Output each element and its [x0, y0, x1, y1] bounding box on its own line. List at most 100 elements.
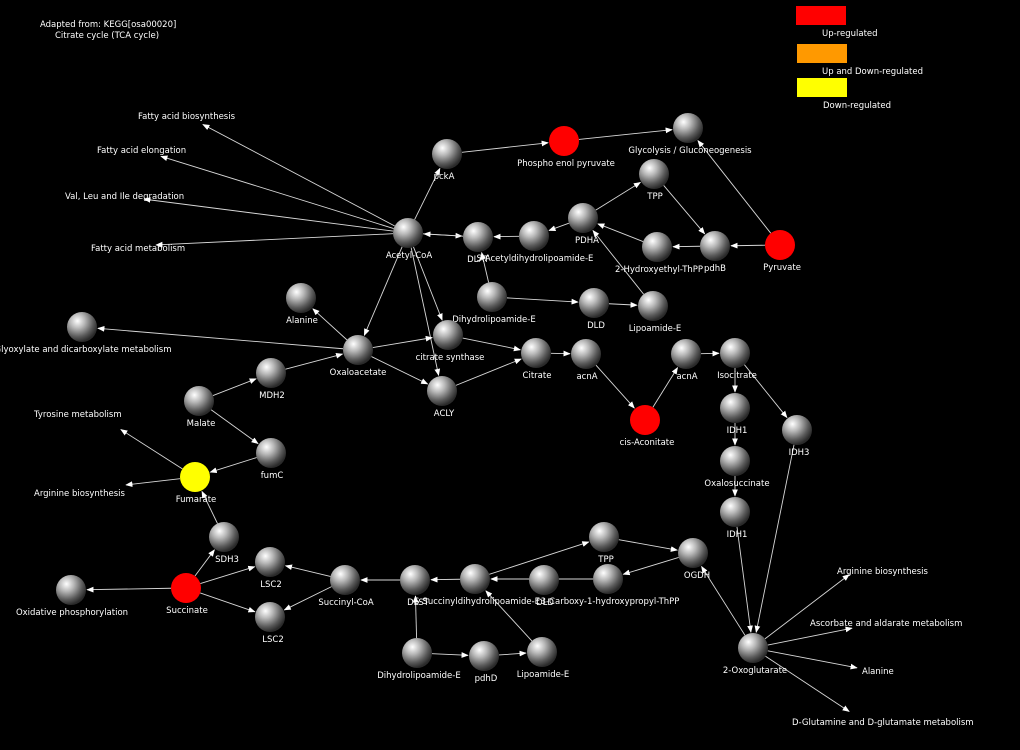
node-circle[interactable] [630, 405, 660, 435]
node-dld2[interactable]: DLD [529, 565, 559, 608]
pathway-label-asc[interactable]: Ascorbate and aldarate metabolism [810, 619, 962, 629]
node-circle[interactable] [579, 288, 609, 318]
node-circle[interactable] [180, 462, 210, 492]
node-circle[interactable] [67, 312, 97, 342]
node-ssucc[interactable]: S-Succinyldihydrolipoamide-E [414, 564, 540, 607]
node-circle[interactable] [700, 231, 730, 261]
node-lipoE1[interactable]: Lipoamide-E [629, 291, 682, 334]
node-circle[interactable] [720, 338, 750, 368]
node-glyco[interactable]: Glycolysis / Gluconeogenesis [628, 113, 752, 156]
node-pep[interactable]: Phospho enol pyruvate [517, 126, 615, 169]
node-circle[interactable] [571, 339, 601, 369]
node-circle[interactable] [469, 641, 499, 671]
node-circle[interactable] [56, 575, 86, 605]
node-dlst[interactable]: DLST [400, 565, 430, 608]
node-idh1a[interactable]: IDH1 [720, 393, 750, 436]
node-circle[interactable] [720, 446, 750, 476]
node-dlat[interactable]: DLAT [463, 222, 493, 265]
node-citrate[interactable]: Citrate [521, 338, 551, 381]
node-circle[interactable] [720, 497, 750, 527]
node-lsc2a[interactable]: LSC2 [255, 547, 285, 590]
node-circle[interactable] [286, 283, 316, 313]
node-pdha[interactable]: PDHA [568, 203, 599, 246]
pathway-label-glu[interactable]: D-Glutamine and D-glutamate metabolism [792, 718, 974, 728]
node-pdhb[interactable]: pdhB [700, 231, 730, 274]
node-mdh2[interactable]: MDH2 [256, 358, 286, 401]
node-dihydroE1[interactable]: Dihydrolipoamide-E [452, 282, 536, 325]
node-circle[interactable] [460, 564, 490, 594]
node-circle[interactable] [330, 565, 360, 595]
node-circle[interactable] [782, 415, 812, 445]
node-circle[interactable] [642, 232, 672, 262]
node-circle[interactable] [639, 159, 669, 189]
node-glyoxpath[interactable]: Glyoxylate and dicarboxylate metabolism [0, 312, 171, 355]
node-circle[interactable] [673, 113, 703, 143]
node-hethpp[interactable]: 2-Hydroxyethyl-ThPP [615, 232, 703, 275]
node-oxalosucc[interactable]: Oxalosuccinate [704, 446, 770, 489]
node-fumc[interactable]: fumC [256, 438, 286, 481]
pathway-label-tyr[interactable]: Tyrosine metabolism [33, 410, 122, 420]
node-oxoglut[interactable]: 2-Oxoglutarate [723, 633, 787, 676]
pathway-label-fae[interactable]: Fatty acid elongation [97, 146, 186, 156]
node-succcoa[interactable]: Succinyl-CoA [318, 565, 374, 608]
node-idh1b[interactable]: IDH1 [720, 497, 750, 540]
node-oxaloacetate[interactable]: Oxaloacetate [330, 335, 387, 378]
node-citsynth[interactable]: citrate synthase [416, 320, 485, 363]
node-sdh3[interactable]: SDH3 [209, 522, 239, 565]
node-pdhd[interactable]: pdhD [469, 641, 499, 684]
node-circle[interactable] [529, 565, 559, 595]
node-circle[interactable] [738, 633, 768, 663]
node-fumarate[interactable]: Fumarate [176, 462, 217, 505]
node-circle[interactable] [671, 339, 701, 369]
node-circle[interactable] [720, 393, 750, 423]
node-acetylcoa[interactable]: Acetyl-CoA [386, 218, 432, 261]
node-oxphos[interactable]: Oxidative phosphorylation [16, 575, 128, 618]
node-circle[interactable] [521, 338, 551, 368]
node-circle[interactable] [400, 565, 430, 595]
node-sacetyl[interactable]: S-Acetyldihydrolipoamide-E [477, 221, 594, 264]
node-succinate[interactable]: Succinate [166, 573, 208, 616]
node-circle[interactable] [589, 522, 619, 552]
node-circle[interactable] [393, 218, 423, 248]
node-circle[interactable] [402, 638, 432, 668]
node-circle[interactable] [527, 637, 557, 667]
node-idh3[interactable]: IDH3 [782, 415, 812, 458]
node-lipoE2[interactable]: Lipoamide-E [517, 637, 570, 680]
node-circle[interactable] [568, 203, 598, 233]
node-circle[interactable] [638, 291, 668, 321]
node-alanine1[interactable]: Alanine [286, 283, 318, 326]
node-circle[interactable] [427, 376, 457, 406]
node-circle[interactable] [209, 522, 239, 552]
node-circle[interactable] [463, 222, 493, 252]
node-circle[interactable] [343, 335, 373, 365]
node-circle[interactable] [171, 573, 201, 603]
node-circle[interactable] [477, 282, 507, 312]
node-circle[interactable] [678, 538, 708, 568]
node-tpp2[interactable]: TPP [589, 522, 619, 565]
pathway-label-fab[interactable]: Fatty acid biosynthesis [138, 112, 236, 122]
pathway-label-fam[interactable]: Fatty acid metabolism [91, 244, 185, 254]
node-pyruvate[interactable]: Pyruvate [763, 230, 801, 273]
node-circle[interactable] [765, 230, 795, 260]
node-circle[interactable] [519, 221, 549, 251]
node-isocitrate[interactable]: Isocitrate [717, 338, 757, 381]
node-dld1[interactable]: DLD [579, 288, 609, 331]
node-circle[interactable] [549, 126, 579, 156]
node-circle[interactable] [593, 564, 623, 594]
pathway-label-argbio2[interactable]: Arginine biosynthesis [837, 567, 929, 577]
node-circle[interactable] [256, 358, 286, 388]
node-acna1[interactable]: acnA [571, 339, 601, 382]
node-acly[interactable]: ACLY [427, 376, 457, 419]
node-ogdh[interactable]: OGDH [678, 538, 710, 581]
node-circle[interactable] [256, 438, 286, 468]
pathway-label-ala2[interactable]: Alanine [862, 667, 894, 677]
node-circle[interactable] [184, 386, 214, 416]
node-malate[interactable]: Malate [184, 386, 215, 429]
pathway-label-vli[interactable]: Val, Leu and Ile degradation [65, 192, 184, 202]
node-acna2[interactable]: acnA [671, 339, 701, 382]
node-tpp1[interactable]: TPP [639, 159, 669, 202]
node-circle[interactable] [433, 320, 463, 350]
node-pcka[interactable]: pckA [432, 139, 462, 182]
node-circle[interactable] [255, 547, 285, 577]
node-dihydroE2[interactable]: Dihydrolipoamide-E [377, 638, 461, 681]
